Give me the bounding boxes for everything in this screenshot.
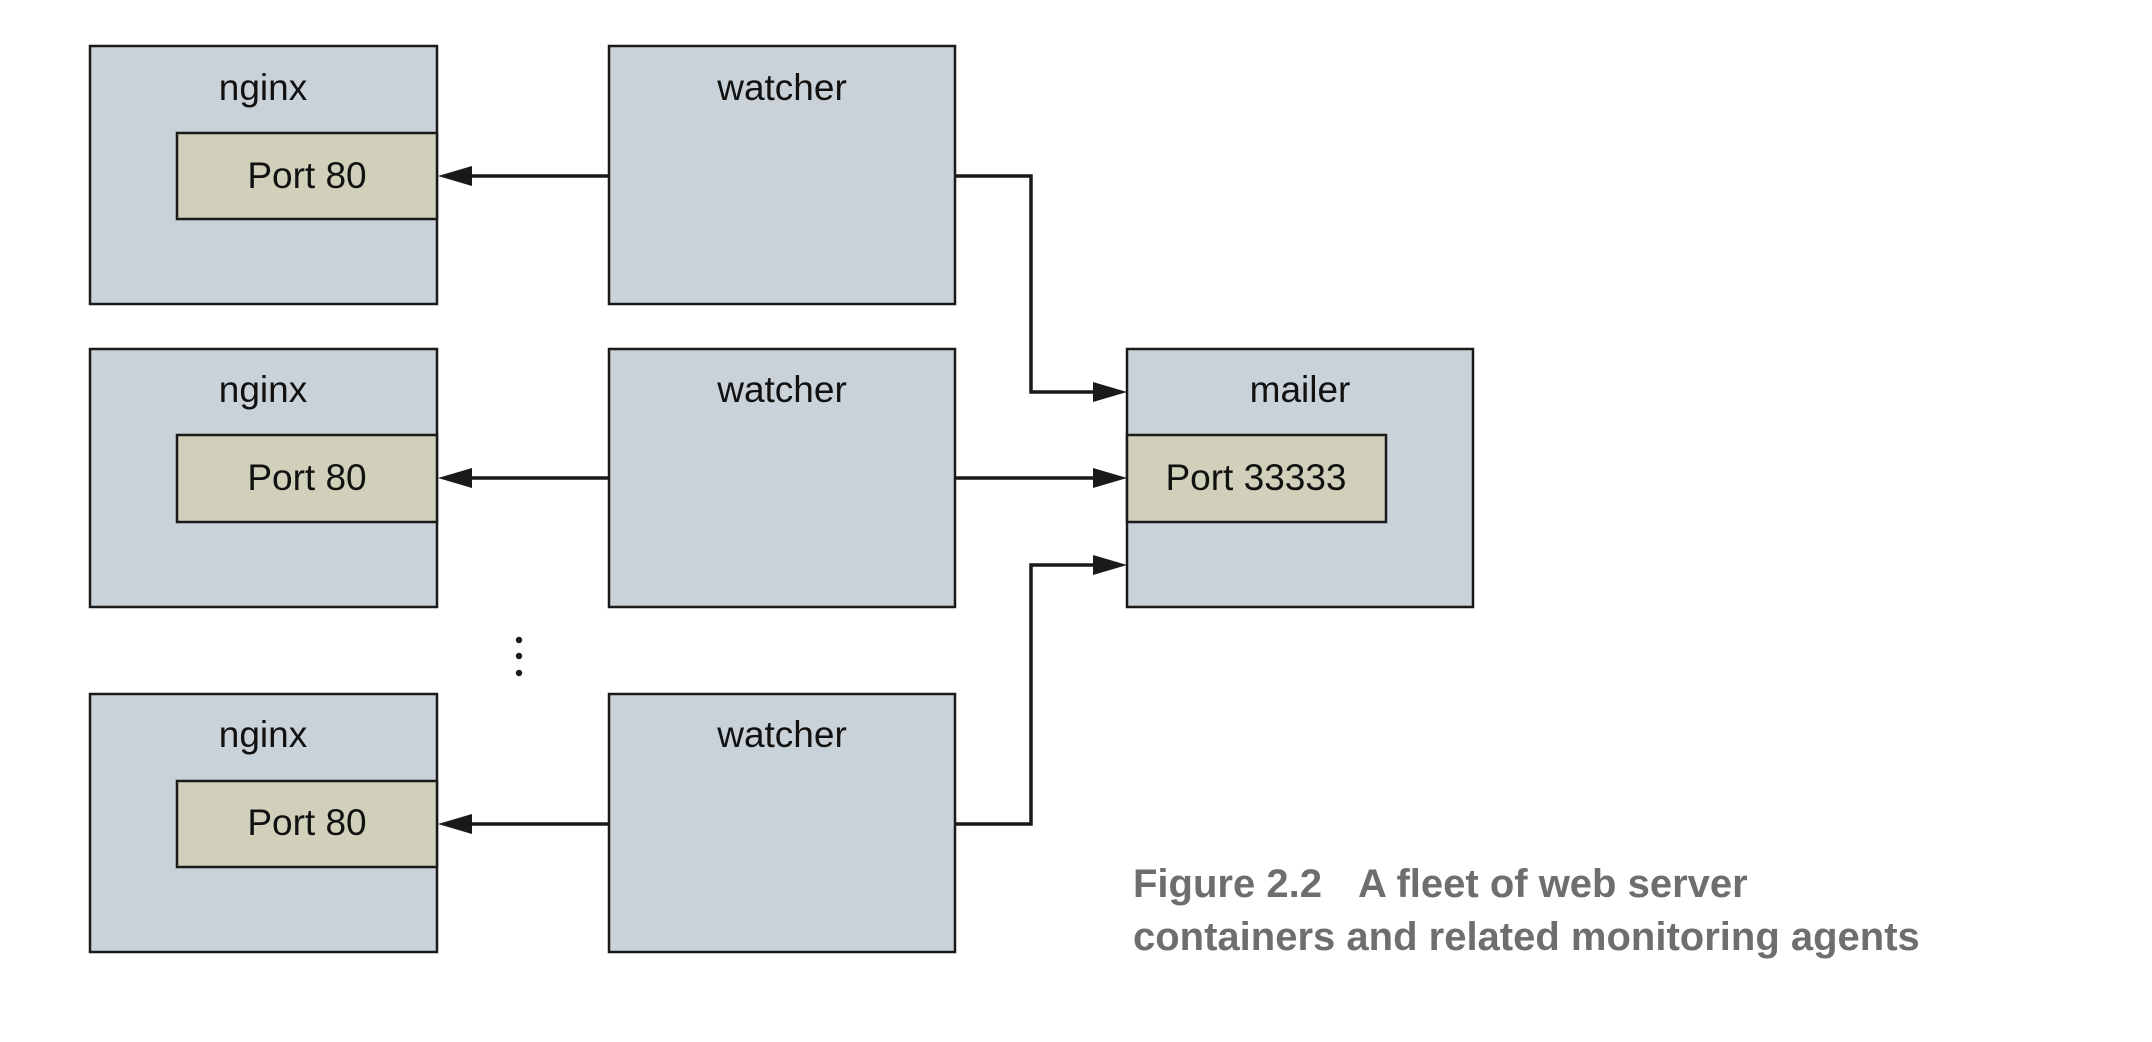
arrowhead	[438, 468, 472, 488]
watcher-label: watcher	[716, 67, 847, 108]
arrowhead	[1093, 555, 1127, 575]
arrow-line	[955, 174, 1105, 394]
caption-line-1: A fleet of web server	[1357, 862, 1748, 906]
nginx-port-label: Port 80	[247, 155, 366, 196]
nginx-port-label: Port 80	[247, 457, 366, 498]
watcher-to-mailer-arrow-1	[955, 174, 1127, 402]
arrowhead	[1093, 468, 1127, 488]
ellipsis-dot	[515, 652, 523, 660]
nginx-port-box	[175, 433, 439, 524]
mailer-container: mailer Port 33333	[1125, 347, 1475, 609]
more-rows-ellipsis	[515, 636, 523, 677]
arrowhead	[438, 814, 472, 834]
watcher-box	[607, 347, 957, 609]
watcher-to-nginx-arrow-3	[438, 814, 609, 834]
nginx-container-3: nginx Port 80	[88, 692, 439, 954]
watcher-container-3: watcher	[607, 692, 957, 954]
watcher-box	[607, 44, 957, 306]
mailer-port-box	[1125, 433, 1388, 524]
arrowhead	[1093, 382, 1127, 402]
caption-line-2: containers and related monitoring agents	[1133, 915, 1920, 959]
watcher-to-nginx-arrow-1	[438, 166, 609, 186]
figure-number: Figure 2.2	[1133, 862, 1322, 906]
nginx-label: nginx	[219, 67, 308, 108]
nginx-container-2: nginx Port 80	[88, 347, 439, 609]
nginx-port-box	[175, 131, 439, 221]
mailer-port-label: Port 33333	[1165, 457, 1346, 498]
watcher-box	[607, 692, 957, 954]
watcher-to-mailer-arrow-3	[955, 555, 1127, 826]
watcher-to-nginx-arrow-2	[438, 468, 609, 488]
arrow-line	[955, 563, 1105, 826]
watcher-container-1: watcher	[607, 44, 957, 306]
watcher-container-2: watcher	[607, 347, 957, 609]
arrowhead	[438, 166, 472, 186]
mailer-label: mailer	[1250, 369, 1351, 410]
watcher-to-mailer-arrow-2	[955, 468, 1127, 488]
nginx-port-box	[175, 779, 439, 869]
watcher-label: watcher	[716, 714, 847, 755]
nginx-container-1: nginx Port 80	[88, 44, 439, 306]
ellipsis-dot	[515, 636, 523, 644]
figure-caption: Figure 2.2 A fleet of web server containe…	[1133, 858, 2033, 964]
ellipsis-dot	[515, 669, 523, 677]
nginx-label: nginx	[219, 369, 308, 410]
nginx-label: nginx	[219, 714, 308, 755]
watcher-label: watcher	[716, 369, 847, 410]
nginx-port-label: Port 80	[247, 802, 366, 843]
